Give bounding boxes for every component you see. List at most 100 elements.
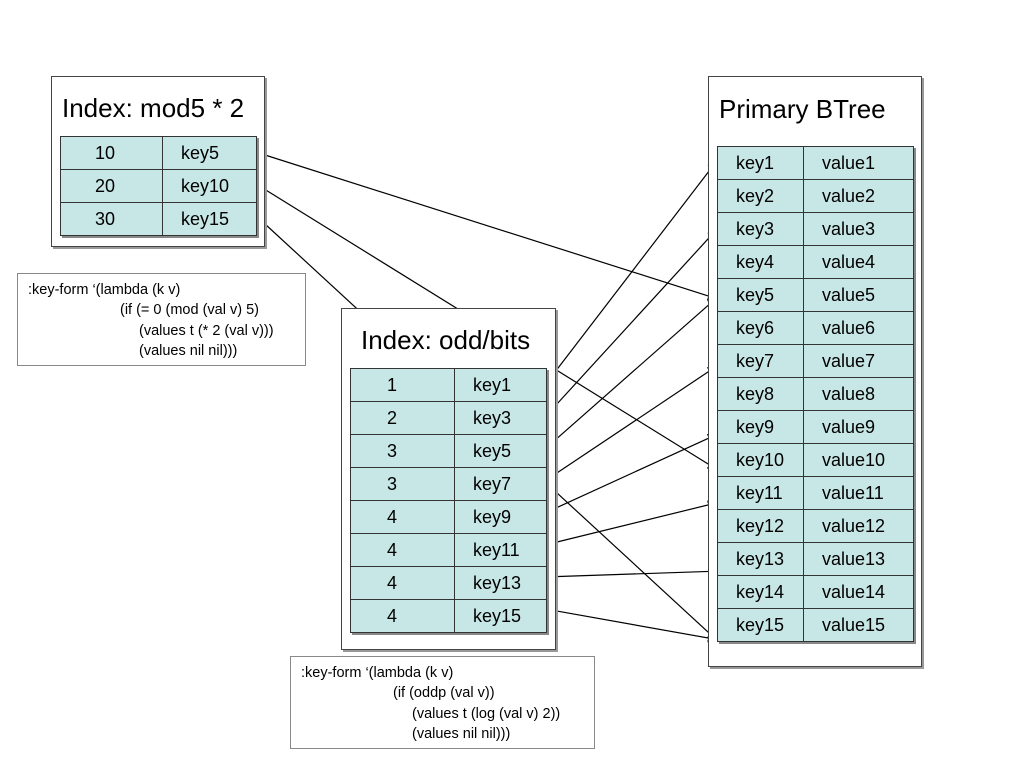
primary-key-cell: key12 [717,509,804,543]
odd-value-cell: key13 [454,566,547,600]
odd-link-arrow [554,500,717,544]
primary-key-cell: key2 [717,179,804,213]
primary-value-cell: value14 [803,575,914,609]
primary-value-cell: value3 [803,212,914,246]
odd-value-cell: key5 [454,434,547,468]
odd-value-cell: key7 [454,467,547,501]
primary-value-cell: value1 [803,146,914,180]
primary-key-cell: key7 [717,344,804,378]
primary-key-cell: key4 [717,245,804,279]
odd-key-cell: 3 [350,467,455,501]
odd-key-form-note: :key-form ‘(lambda (k v) (if (oddp (val … [290,656,595,749]
odd-value-cell: key11 [454,533,547,567]
primary-key-cell: key14 [717,575,804,609]
primary-key-cell: key15 [717,608,804,642]
odd-value-cell: key1 [454,368,547,402]
primary-value-cell: value5 [803,278,914,312]
odd-value-cell: key9 [454,500,547,534]
mod5-value-cell: key15 [162,202,257,236]
odd-link-arrow [554,434,717,509]
odd-key-cell: 4 [350,533,455,567]
odd-link-arrow [554,566,717,578]
odd-link-arrow [554,297,717,441]
odd-key-cell: 4 [350,566,455,600]
mod5-key-cell: 30 [60,202,163,236]
odd-key-cell: 4 [350,500,455,534]
odd-link-arrow [554,610,717,643]
primary-value-cell: value8 [803,377,914,411]
primary-key-cell: key13 [717,542,804,576]
odd-link-arrow [554,229,717,407]
odd-index-title: Index: odd/bits [361,325,531,355]
primary-key-cell: key5 [717,278,804,312]
odd-key-cell: 4 [350,599,455,633]
mod5-key-form-note: :key-form ‘(lambda (k v) (if (= 0 (mod (… [17,273,306,366]
mod5-value-cell: key10 [162,169,257,203]
odd-note-line: (if (oddp (val v)) [393,685,495,701]
primary-value-cell: value7 [803,344,914,378]
primary-value-cell: value2 [803,179,914,213]
odd-note-line: (values t (log (val v) 2)) [412,706,561,722]
mod5-note-line: (values t (* 2 (val v))) [139,323,274,339]
primary-key-cell: key10 [717,443,804,477]
primary-value-cell: value10 [803,443,914,477]
primary-key-cell: key8 [717,377,804,411]
mod5-note-line: (values nil nil))) [139,343,238,359]
primary-value-cell: value15 [803,608,914,642]
primary-value-cell: value6 [803,311,914,345]
primary-btree-title: Primary BTree [719,94,886,124]
odd-key-cell: 3 [350,434,455,468]
primary-value-cell: value12 [803,509,914,543]
odd-key-cell: 2 [350,401,455,435]
odd-value-cell: key3 [454,401,547,435]
primary-key-cell: key11 [717,476,804,510]
primary-key-cell: key9 [717,410,804,444]
odd-key-cell: 1 [350,368,455,402]
primary-key-cell: key6 [717,311,804,345]
odd-note-line: :key-form ‘(lambda (k v) [301,665,454,681]
primary-key-cell: key1 [717,146,804,180]
mod5-key-cell: 10 [60,136,163,170]
primary-value-cell: value9 [803,410,914,444]
mod5-note-line: :key-form ‘(lambda (k v) [28,282,181,298]
mod5-note-line: (if (= 0 (mod (val v) 5) [120,302,259,318]
primary-value-cell: value11 [803,476,914,510]
primary-value-cell: value4 [803,245,914,279]
odd-value-cell: key15 [454,599,547,633]
odd-link-arrow [554,366,717,475]
primary-key-cell: key3 [717,212,804,246]
mod5-link-arrow [264,154,717,301]
mod5-value-cell: key5 [162,136,257,170]
